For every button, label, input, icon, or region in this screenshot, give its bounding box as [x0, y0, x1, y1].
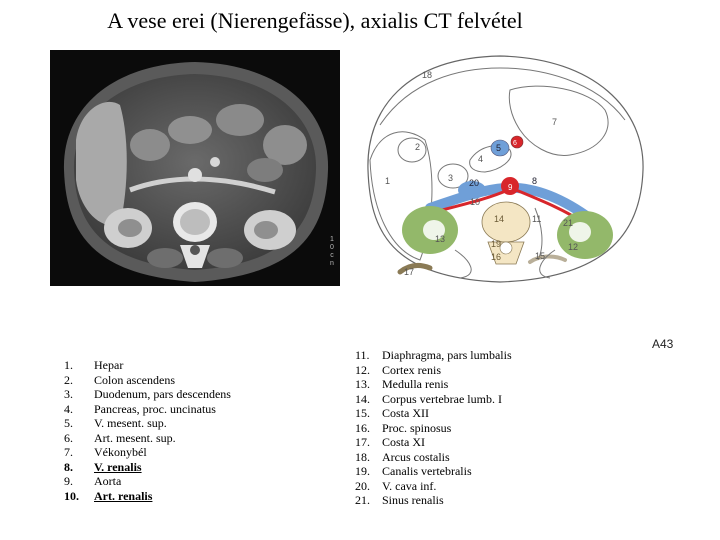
legend-item: 11.Diaphragma, pars lumbalis	[355, 348, 512, 362]
diagram-label: 6	[513, 140, 517, 147]
legend-item: 7.Vékonybél	[64, 445, 147, 459]
ct-scan-image: 1 0 c n	[50, 50, 340, 286]
legend-item-highlight: 8.V. renalis	[64, 459, 142, 474]
diagram-label: 2	[415, 142, 420, 152]
diagram-label: 11	[532, 214, 541, 224]
diagram-label: 21	[563, 218, 573, 228]
diagram-label: 20	[469, 178, 479, 188]
schematic-diagram: 18 7 2 5 6 4 1 3 20 8 9 10 14 11 21 13 1…	[360, 50, 655, 286]
figure-code: A43	[652, 337, 674, 351]
diagram-label: 17	[404, 267, 414, 277]
diagram-label: 9	[508, 183, 513, 192]
diagram-label: 13	[435, 234, 445, 244]
diagram-label: 14	[494, 214, 504, 224]
diagram-label: 12	[568, 242, 578, 252]
diagram-label: 7	[552, 117, 557, 127]
diagram-label: 8	[532, 176, 537, 186]
legend-item: 17.Costa XI	[355, 435, 425, 449]
legend-item: 2.Colon ascendens	[64, 372, 175, 387]
diagram-label: 3	[448, 173, 453, 183]
legend-item: 13.Medulla renis	[355, 377, 449, 391]
diagram-label: 5	[496, 143, 501, 153]
legend-item: 3.Duodenum, pars descendens	[64, 387, 231, 401]
diagram-label: 16	[491, 252, 501, 262]
legend-item: 19.Canalis vertebralis	[355, 464, 472, 478]
legend-item: 1.Hepar	[64, 358, 124, 372]
legend-item: 18.Arcus costalis	[355, 449, 450, 464]
legend-item-highlight: 10.Art. renalis	[64, 488, 153, 503]
diagram-label: 1	[385, 176, 390, 186]
legend-left: 1.Hepar 2.Colon ascendens 3.Duodenum, pa…	[64, 358, 231, 503]
legend-item: 12.Cortex renis	[355, 362, 441, 377]
diagram-label: 4	[478, 154, 483, 164]
legend-item: 20.V. cava inf.	[355, 478, 437, 493]
diagram-label: 18	[422, 70, 432, 80]
diagram-label: 19	[491, 239, 501, 249]
legend-item: 6.Art. mesent. sup.	[64, 430, 176, 445]
diagram-label: 15	[535, 251, 545, 261]
legend-item: 9.Aorta	[64, 474, 122, 488]
legend-item: 16.Proc. spinosus	[355, 420, 452, 435]
legend-item: 21.Sinus renalis	[355, 493, 444, 507]
legend-item: 5.V. mesent. sup.	[64, 416, 167, 430]
diagram-label: 10	[470, 197, 480, 207]
page-title: A vese erei (Nierengefässe), axialis CT …	[107, 8, 523, 33]
legend-item: 14.Corpus vertebrae lumb. I	[355, 391, 502, 406]
legend-item: 4.Pancreas, proc. uncinatus	[64, 401, 216, 416]
ct-side-label: 1 0 c n	[330, 236, 334, 267]
legend-right: 11.Diaphragma, pars lumbalis 12.Cortex r…	[355, 348, 512, 508]
legend-item: 15.Costa XII	[355, 406, 429, 420]
